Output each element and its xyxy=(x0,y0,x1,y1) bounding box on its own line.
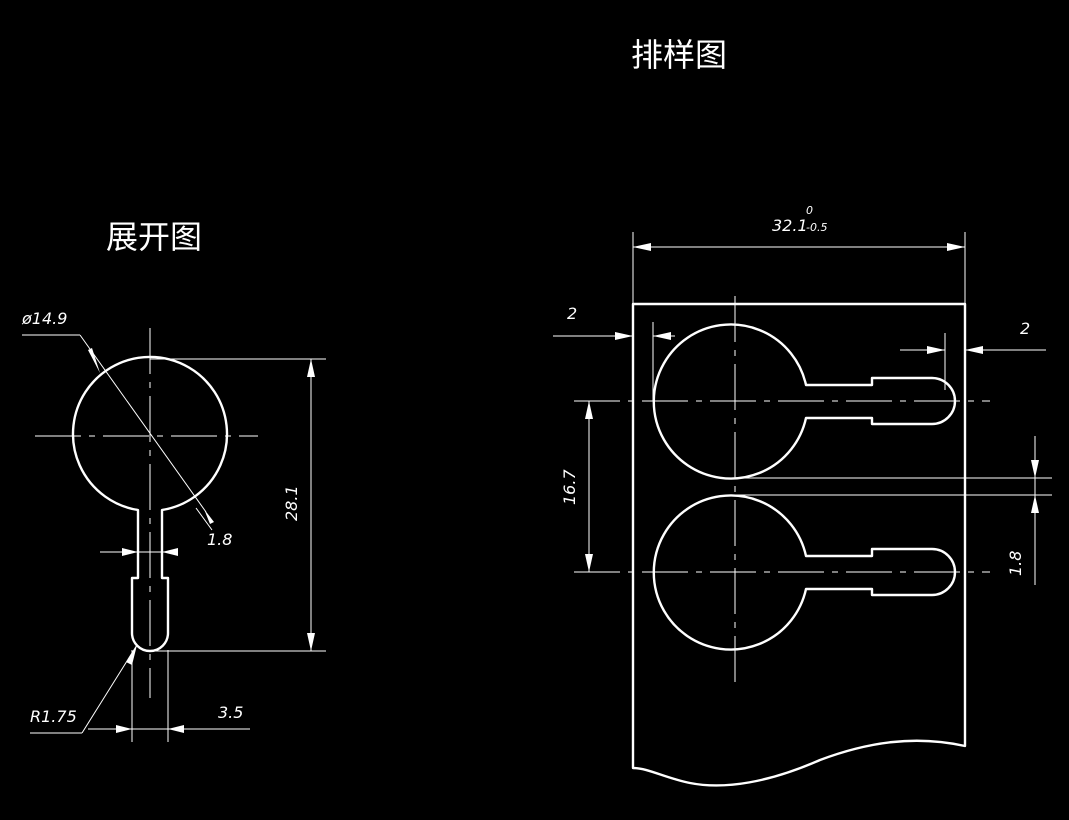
tail-width-label: 3.5 xyxy=(218,703,243,722)
pitch-arrow-bottom xyxy=(585,554,593,572)
web-label: 1.8 xyxy=(1006,551,1025,576)
strip-width-arrow-left xyxy=(633,243,651,251)
height-label: 28.1 xyxy=(282,485,301,521)
web-arrow-bottom xyxy=(1031,495,1039,513)
right-margin-label: 2 xyxy=(1020,319,1030,338)
layout-part-2 xyxy=(652,494,957,651)
left-margin-arrow-right xyxy=(653,332,671,340)
unfold-view: ø14.9 1.8 28.1 R1.75 3.5 xyxy=(21,309,326,742)
height-arrow-top xyxy=(307,359,315,377)
layout-view: 32.1 0 -0.5 2 2 16.7 1.8 xyxy=(553,204,1052,787)
height-arrow-bottom xyxy=(307,633,315,651)
neck-arrow-right xyxy=(162,548,178,556)
tail-arrow-right xyxy=(168,725,184,733)
tip-radius-label: R1.75 xyxy=(30,707,77,726)
left-margin-arrow-left xyxy=(615,332,633,340)
unfold-view-title: 展开图 xyxy=(106,218,202,256)
strip-outline xyxy=(631,302,967,787)
right-margin-arrow-left xyxy=(927,346,945,354)
diameter-leader-line xyxy=(79,334,207,513)
right-margin-arrow-right xyxy=(965,346,983,354)
strip-width-upper-tolerance: 0 xyxy=(806,204,813,217)
strip-width-arrow-right xyxy=(947,243,965,251)
web-arrow-top xyxy=(1031,460,1039,478)
diameter-label: ø14.9 xyxy=(21,309,67,328)
left-margin-label: 2 xyxy=(567,304,577,323)
pitch-arrow-top xyxy=(585,401,593,419)
layout-part-1 xyxy=(652,323,957,480)
unfold-part-outline xyxy=(71,355,229,653)
diameter-arrow-top xyxy=(88,348,100,373)
tail-arrow-left xyxy=(116,725,132,733)
diameter-arrow-bottom xyxy=(204,509,214,524)
layout-view-title: 排样图 xyxy=(631,36,727,74)
strip-width-lower-tolerance: -0.5 xyxy=(806,221,827,234)
neck-arrow-left xyxy=(122,548,138,556)
strip-width-label: 32.1 xyxy=(772,216,808,235)
neck-width-label: 1.8 xyxy=(207,530,232,549)
pitch-label: 16.7 xyxy=(560,469,579,505)
neck-label-leader xyxy=(195,507,213,531)
